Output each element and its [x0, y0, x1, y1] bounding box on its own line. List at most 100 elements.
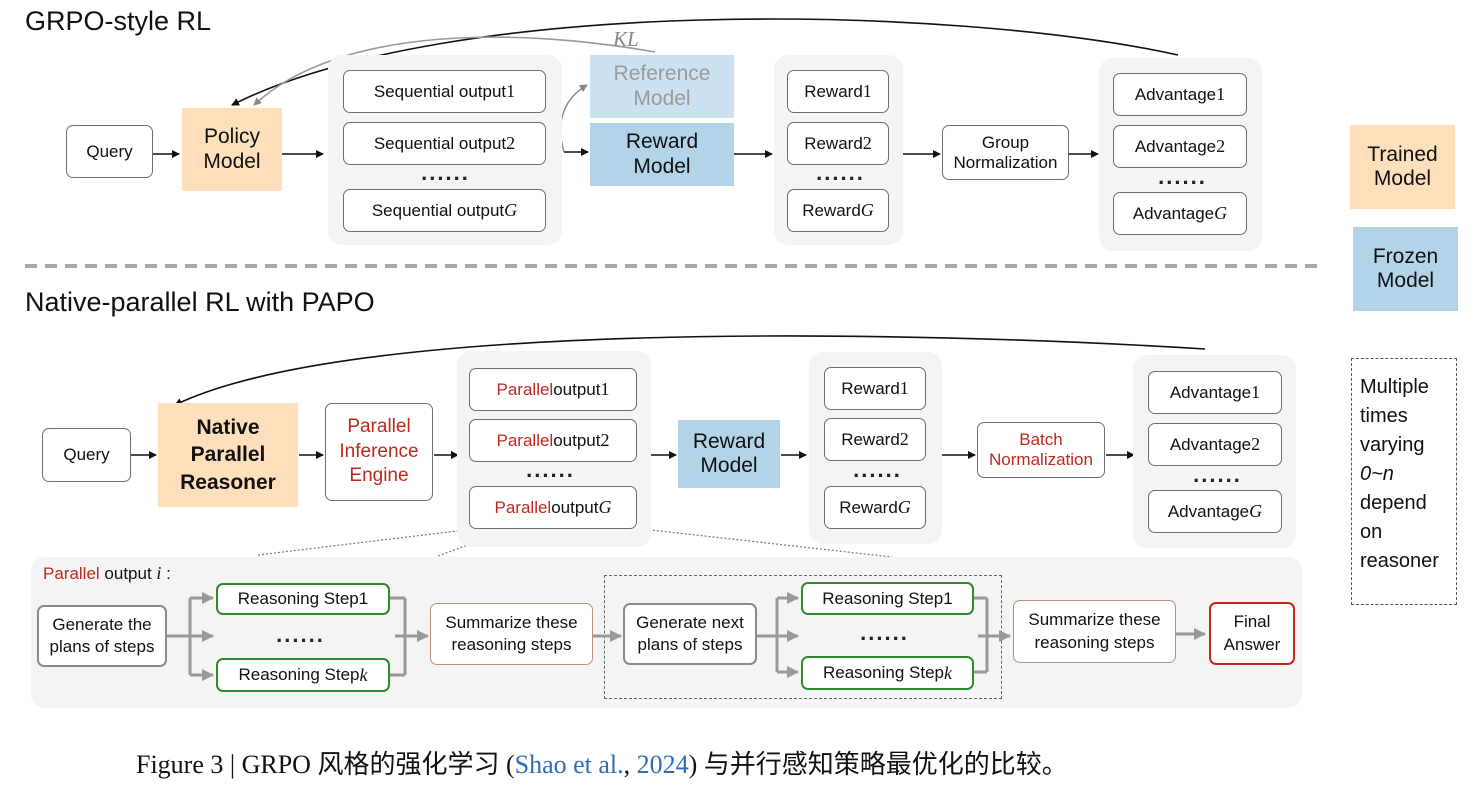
step-label: Reasoning Step [238, 665, 360, 685]
citation-author-link[interactable]: Shao et al. [514, 750, 624, 779]
advantage-1: Advantage 1 [1113, 73, 1247, 116]
reasoning-step-k: Reasoning Step k [216, 658, 390, 692]
reward-1: Reward 1 [787, 70, 889, 113]
reward-2: Reward 2 [787, 122, 889, 165]
reward-index: 1 [862, 81, 872, 102]
legend-frozen-line1: Frozen [1372, 244, 1439, 268]
legend-trained-line1: Trained [1367, 142, 1438, 166]
reward-label: Reward [804, 133, 863, 153]
detail-header-label: output [99, 564, 157, 583]
reward-g: Reward G [824, 486, 926, 529]
citation-year-link[interactable]: 2024 [636, 750, 689, 779]
reasoner-line1: Native [196, 416, 260, 440]
parallel-prefix: Parallel [496, 379, 554, 399]
engine-line2: Inference [339, 440, 419, 462]
figure-caption: Figure 3 | GRPO 风格的强化学习 (Shao et al., 20… [136, 744, 1068, 781]
generate-plans-line2: plans of steps [49, 637, 155, 656]
advantage-label: Advantage [1167, 501, 1250, 521]
output-label: Sequential output [373, 133, 507, 153]
caption-prefix: Figure 3 | GRPO 风格的强化学习 ( [136, 750, 515, 779]
reward-g: Reward G [787, 189, 889, 232]
feedback-arrow-bottom [174, 335, 1206, 406]
advantage-label: Advantage [1132, 203, 1215, 223]
output-index: G [598, 497, 612, 518]
reasoning-step-1: Reasoning Step 1 [216, 583, 390, 615]
legend-trained-line2: Model [1373, 167, 1432, 190]
note-line: varying [1360, 434, 1425, 456]
reasoning-step-1-repeat: Reasoning Step 1 [801, 582, 974, 615]
reward-model-line2: Model [700, 454, 758, 477]
output-label: Sequential output [373, 81, 507, 101]
ellipsis: ...... [860, 620, 909, 645]
reasoner-line2: Parallel [190, 443, 266, 467]
reward-model-box: Reward Model [678, 420, 780, 488]
output-index: 2 [506, 133, 516, 154]
step-index: k [359, 664, 368, 685]
step-index: 1 [358, 589, 369, 609]
sequential-output-g: Sequential output G [343, 189, 546, 232]
advantage-index: 2 [1251, 434, 1261, 455]
engine-line3: Engine [349, 465, 409, 487]
summarize-steps-box: Summarize these reasoning steps [430, 603, 593, 665]
reward-index: 2 [862, 133, 872, 154]
parallel-inference-engine-box: Parallel Inference Engine [325, 403, 433, 501]
section-title-papo: Native-parallel RL with PAPO [25, 287, 375, 317]
summarize-line1: Summarize these [445, 612, 578, 632]
generate-next-line2: plans of steps [637, 635, 743, 654]
sequential-output-1: Sequential output 1 [343, 70, 546, 113]
policy-model-line2: Model [203, 149, 261, 173]
note-line-range: 0~n [1360, 463, 1394, 485]
detail-header-suffix: : [161, 564, 171, 583]
summarize-steps-box-repeat: Summarize these reasoning steps [1013, 600, 1176, 663]
advantage-index: 1 [1216, 84, 1226, 105]
output-label: Sequential output [371, 200, 505, 220]
reference-model-line1: Reference [613, 62, 711, 86]
final-answer-line2: Answer [1223, 634, 1281, 654]
detail-header-prefix: Parallel [43, 564, 100, 583]
kl-arrow [253, 36, 656, 106]
legend-trained-model: Trained Model [1350, 125, 1455, 209]
advantage-g: Advantage G [1113, 192, 1247, 235]
reward-1: Reward 1 [824, 367, 926, 410]
reward-index: 2 [899, 429, 909, 450]
native-parallel-reasoner-box: Native Parallel Reasoner [158, 403, 298, 507]
normalization-line1: Batch [1019, 430, 1063, 450]
output-index: 1 [506, 81, 516, 102]
advantage-label: Advantage [1169, 434, 1252, 454]
reward-index: G [897, 497, 911, 518]
normalization-line2: Normalization [989, 450, 1093, 469]
query-box: Query [66, 125, 153, 178]
final-answer-line1: Final [1233, 612, 1271, 632]
note-line: times [1360, 405, 1408, 427]
advantage-2: Advantage 2 [1113, 125, 1247, 168]
advantage-index: 2 [1216, 136, 1226, 157]
advantage-g: Advantage G [1148, 490, 1282, 533]
generate-plans-line1: Generate the [52, 614, 152, 634]
final-answer-box: Final Answer [1209, 602, 1295, 665]
parallel-output-1: Parallel output 1 [469, 368, 637, 411]
policy-model-box: Policy Model [182, 108, 282, 191]
advantage-1: Advantage 1 [1148, 371, 1282, 414]
reward-label: Reward [839, 497, 898, 517]
zoom-line-right [632, 527, 893, 558]
reward-label: Reward [802, 200, 861, 220]
output-label: output [553, 430, 601, 450]
detail-header: Parallel output i : [43, 563, 171, 584]
note-line: depend [1360, 492, 1427, 514]
reward-model-line1: Reward [625, 130, 699, 154]
generate-next-plans-box: Generate next plans of steps [623, 603, 757, 665]
reasoning-step-k-repeat: Reasoning Step k [801, 656, 974, 690]
reward-index: 1 [899, 378, 909, 399]
note-line: Multiple [1360, 376, 1429, 398]
reward-label: Reward [841, 378, 900, 398]
zoom-line-left [257, 526, 491, 556]
summarize-line1: Summarize these [1028, 610, 1161, 630]
reward-2: Reward 2 [824, 418, 926, 461]
normalization-line2: Normalization [953, 152, 1058, 172]
step-label: Reasoning Step [823, 663, 944, 683]
kl-label: KL [613, 27, 639, 51]
reward-label: Reward [804, 81, 863, 101]
reward-model-box: Reward Model [590, 123, 734, 186]
caption-separator: , [623, 750, 637, 779]
advantage-index: G [1214, 203, 1228, 224]
